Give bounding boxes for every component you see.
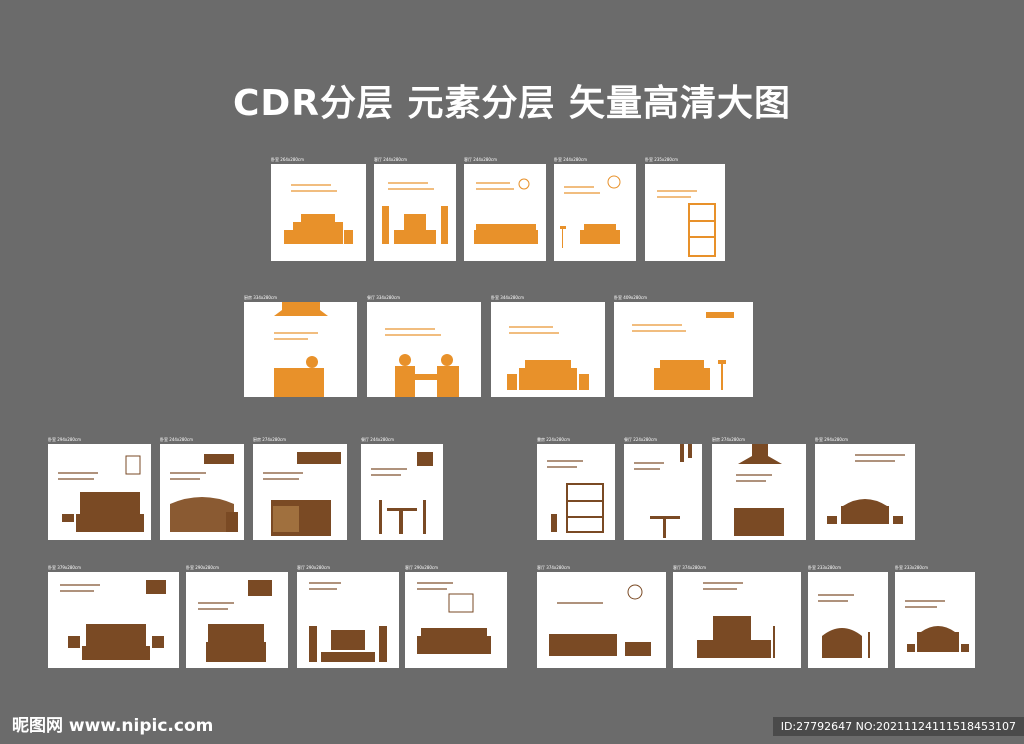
card-label: 卧室 344x280cm	[491, 295, 525, 300]
scene-card: 卧室 233x280cm	[808, 565, 888, 668]
card-label: 厨房 274x280cm	[712, 437, 746, 442]
scene-card: 卧室 264x280cm	[271, 157, 366, 261]
card-label: 卧室 235x280cm	[645, 157, 679, 162]
scene-card: 厨房 274x280cm	[253, 437, 347, 540]
sofa-illustration	[474, 178, 538, 244]
page-title: CDR分层 元素分层 矢量高清大图	[232, 83, 792, 124]
scene-card: 卧室 344x280cm	[491, 295, 605, 397]
sofa-illustration	[417, 582, 491, 654]
scene-card: 卧室 244x280cm	[554, 157, 636, 261]
card-label: 卧室 244x280cm	[554, 157, 588, 162]
card-label: 客厅 244x280cm	[464, 157, 498, 162]
scene-card: 客厅 244x280cm	[374, 157, 456, 261]
bedroom-illustration	[905, 600, 969, 652]
canopy-bed-illustration	[170, 454, 238, 532]
card-label: 餐厅 244x280cm	[361, 437, 395, 442]
card-label: 卧室 233x280cm	[808, 565, 842, 570]
scene-card: 卧室 379x280cm	[48, 565, 179, 668]
bedroom-illustration	[827, 454, 905, 524]
card-label: 卧室 233x280cm	[895, 565, 929, 570]
scene-card: 卧室 409x280cm	[614, 295, 753, 397]
bedroom-illustration	[58, 455, 144, 532]
scene-card: 卧室 235x280cm	[645, 157, 725, 261]
card-label: 卧室 409x280cm	[614, 295, 648, 300]
scene-card: 書房 224x280cm	[537, 437, 615, 540]
livingroom-tv-illustration	[697, 582, 775, 658]
card-label: 書房 224x280cm	[537, 437, 571, 442]
scene-card: 卧室 290x280cm	[186, 565, 288, 668]
bedroom-illustration	[60, 580, 166, 660]
scene-card: 卧室 233x280cm	[895, 565, 975, 668]
card-label: 卧室 290x280cm	[186, 565, 220, 570]
card-label: 卧室 294x280cm	[815, 437, 849, 442]
card-label: 餐厅 334x280cm	[367, 295, 401, 300]
site-watermark: 昵图网 www.nipic.com	[12, 716, 214, 736]
scene-card: 厨房 274x280cm	[712, 437, 806, 540]
card-label: 厨房 274x280cm	[253, 437, 287, 442]
card-label: 餐厅 224x280cm	[624, 437, 658, 442]
card-label: 客厅 374x280cm	[673, 565, 707, 570]
bedroom-illustration	[198, 580, 272, 662]
bookshelf-illustration	[657, 190, 716, 257]
scene-card: 厨房 334x280cm	[244, 295, 357, 397]
scene-card: 餐厅 244x280cm	[361, 437, 443, 540]
card-label: 卧室 379x280cm	[48, 565, 82, 570]
card-label: 卧室 244x280cm	[160, 437, 194, 442]
card-label: 客厅 290x280cm	[405, 565, 439, 570]
card-label: 厨房 334x280cm	[244, 295, 278, 300]
dining-illustration	[634, 444, 692, 538]
dining-couple-illustration	[385, 328, 459, 397]
scene-card: 餐厅 334x280cm	[367, 295, 481, 397]
scene-card: 客厅 374x280cm	[673, 565, 801, 668]
card-label: 客厅 244x280cm	[374, 157, 408, 162]
scene-card: 客厅 244x280cm	[464, 157, 546, 261]
sofa-illustration	[549, 584, 651, 656]
bedroom-illustration	[284, 184, 353, 244]
study-bookshelf-illustration	[547, 460, 604, 533]
bedroom-illustration	[507, 326, 589, 390]
scene-card: 卧室 294x280cm	[48, 437, 151, 540]
scene-card: 客厅 290x280cm	[297, 565, 399, 668]
kitchen-illustration	[263, 452, 341, 536]
image-id-badge: ID:27792647 NO:20211124111518453107	[772, 717, 1024, 736]
card-label: 客厅 374x280cm	[537, 565, 571, 570]
scene-card: 卧室 244x280cm	[160, 437, 244, 540]
card-label: 卧室 264x280cm	[271, 157, 305, 162]
card-label: 卧室 294x280cm	[48, 437, 82, 442]
scene-card: 客厅 374x280cm	[537, 565, 666, 668]
bedroom-illustration	[818, 594, 870, 658]
bedroom-illustration	[632, 312, 734, 390]
dining-table-illustration	[371, 452, 433, 534]
scene-card: 卧室 294x280cm	[815, 437, 915, 540]
card-label: 客厅 290x280cm	[297, 565, 331, 570]
livingroom-tv-illustration	[309, 582, 387, 662]
kitchen-illustration	[274, 302, 328, 397]
bedroom-lamp-illustration	[560, 175, 621, 248]
scene-card: 客厅 290x280cm	[405, 565, 507, 668]
kitchen-hood-illustration	[734, 444, 784, 536]
livingroom-tv-illustration	[382, 182, 448, 244]
scene-card: 餐厅 224x280cm	[624, 437, 702, 540]
